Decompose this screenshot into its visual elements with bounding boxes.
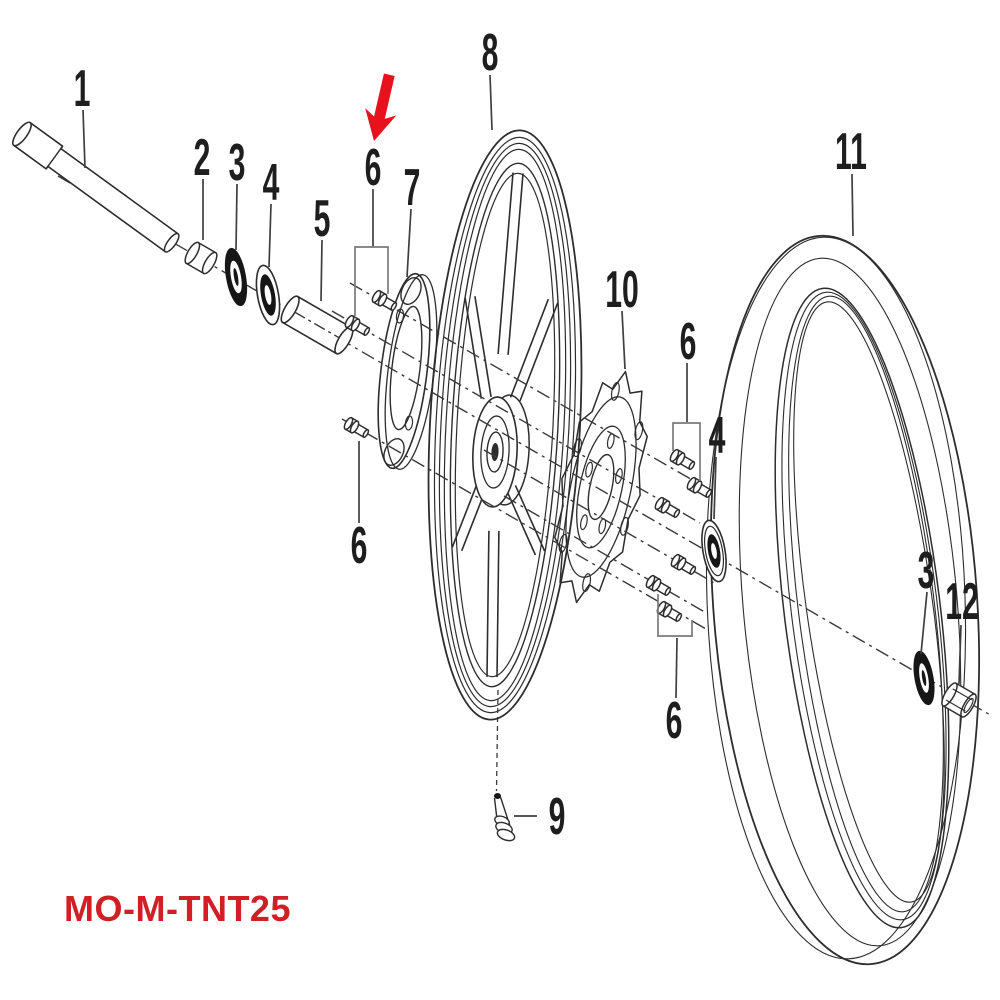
part-label-9: 9 [549,789,566,846]
brake-disc-mount-flange [377,272,438,470]
bearing-left [255,264,281,326]
part-label-6-arrow: 6 [365,140,382,197]
model-code: MO-M-TNT25 [64,888,291,929]
valve-stem [493,793,516,842]
part-label-2: 2 [194,130,211,187]
disc-bolt [654,599,685,625]
hub-bolt [341,415,372,441]
part-label-10: 10 [605,262,639,319]
disc-band-holes [558,381,644,593]
part-label-12: 12 [945,574,979,631]
spacer-tube [280,295,354,355]
leader-lines [82,74,962,817]
dust-seal-right [913,650,935,706]
brake-disc [554,370,648,604]
part-label-6-mid-right: 6 [680,314,697,371]
part-label-7: 7 [404,160,421,217]
bearing-right [701,519,727,583]
part-label-1: 1 [74,61,91,118]
spacer-bushing [184,241,218,275]
wheel-rim [427,129,583,721]
tire [705,234,981,966]
callout-brackets [354,246,701,637]
part-labels: 1 2 3 4 5 6 7 8 10 6 6 4 6 9 11 3 12 [74,25,979,846]
part-label-6-lower-left: 6 [351,518,368,575]
hub-bolt [369,288,400,314]
part-label-3: 3 [229,135,246,192]
disc-bolt-holes [579,433,623,535]
dust-seal-left [224,247,248,307]
part-label-6-bottom-right: 6 [666,693,683,750]
part-label-4-right: 4 [709,408,726,465]
wheel-hub [472,394,530,508]
disc-bolt [668,552,699,578]
part-label-8: 8 [482,25,499,82]
hub-bolts [341,288,400,441]
part-label-5: 5 [314,191,331,248]
part-label-11: 11 [835,124,867,181]
part-label-4: 4 [263,155,280,212]
disc-bolt [652,495,683,521]
axle-nut [941,682,977,718]
brake-disc-wavy-edge [554,370,648,604]
red-callout-arrow [365,73,397,141]
part-label-3-right: 3 [918,543,935,600]
axle-shaft [12,121,180,253]
